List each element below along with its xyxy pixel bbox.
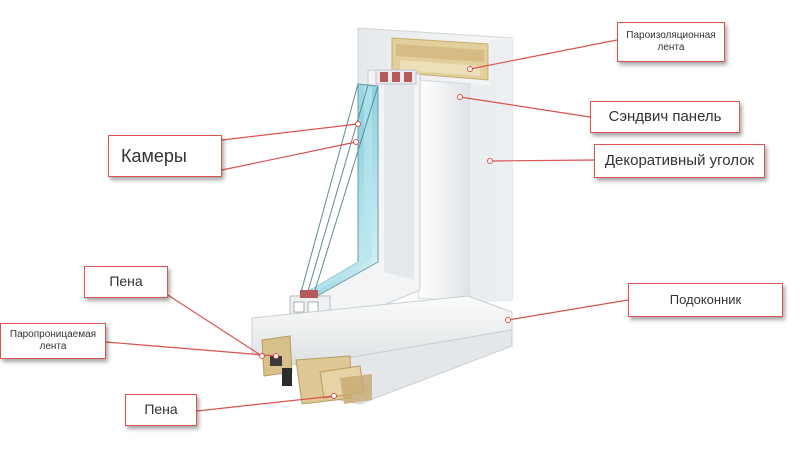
label-sandwich-panel: Сэндвич панель [590,101,740,133]
label-vapor-permeable-text: Паропроницаемая лента [9,328,97,353]
label-foam-top: Пена [84,266,168,298]
leader-lines [105,39,629,412]
label-decorative-corner-text: Декоративный уголок [604,151,755,169]
side-slope [417,79,496,303]
label-vapor-barrier-text: Пароизоляционная лента [626,29,716,54]
bottom-foam [261,335,372,405]
label-sandwich-panel-text: Сэндвич панель [608,107,722,125]
label-vapor-barrier-tape: Пароизоляционная лента [617,22,725,62]
label-cameras: Камеры [108,135,222,177]
label-foam-top-text: Пена [109,273,143,290]
label-foam-bottom-text: Пена [144,401,178,418]
label-cameras-text: Камеры [121,145,187,166]
leader-dots [259,66,511,399]
label-foam-bottom: Пена [125,394,197,426]
label-windowsill-text: Подоконник [669,291,742,307]
label-decorative-corner: Декоративный уголок [594,144,765,178]
label-vapor-permeable-tape: Паропроницаемая лента [0,323,106,359]
glass-unit [298,83,379,301]
label-windowsill: Подоконник [628,283,783,317]
